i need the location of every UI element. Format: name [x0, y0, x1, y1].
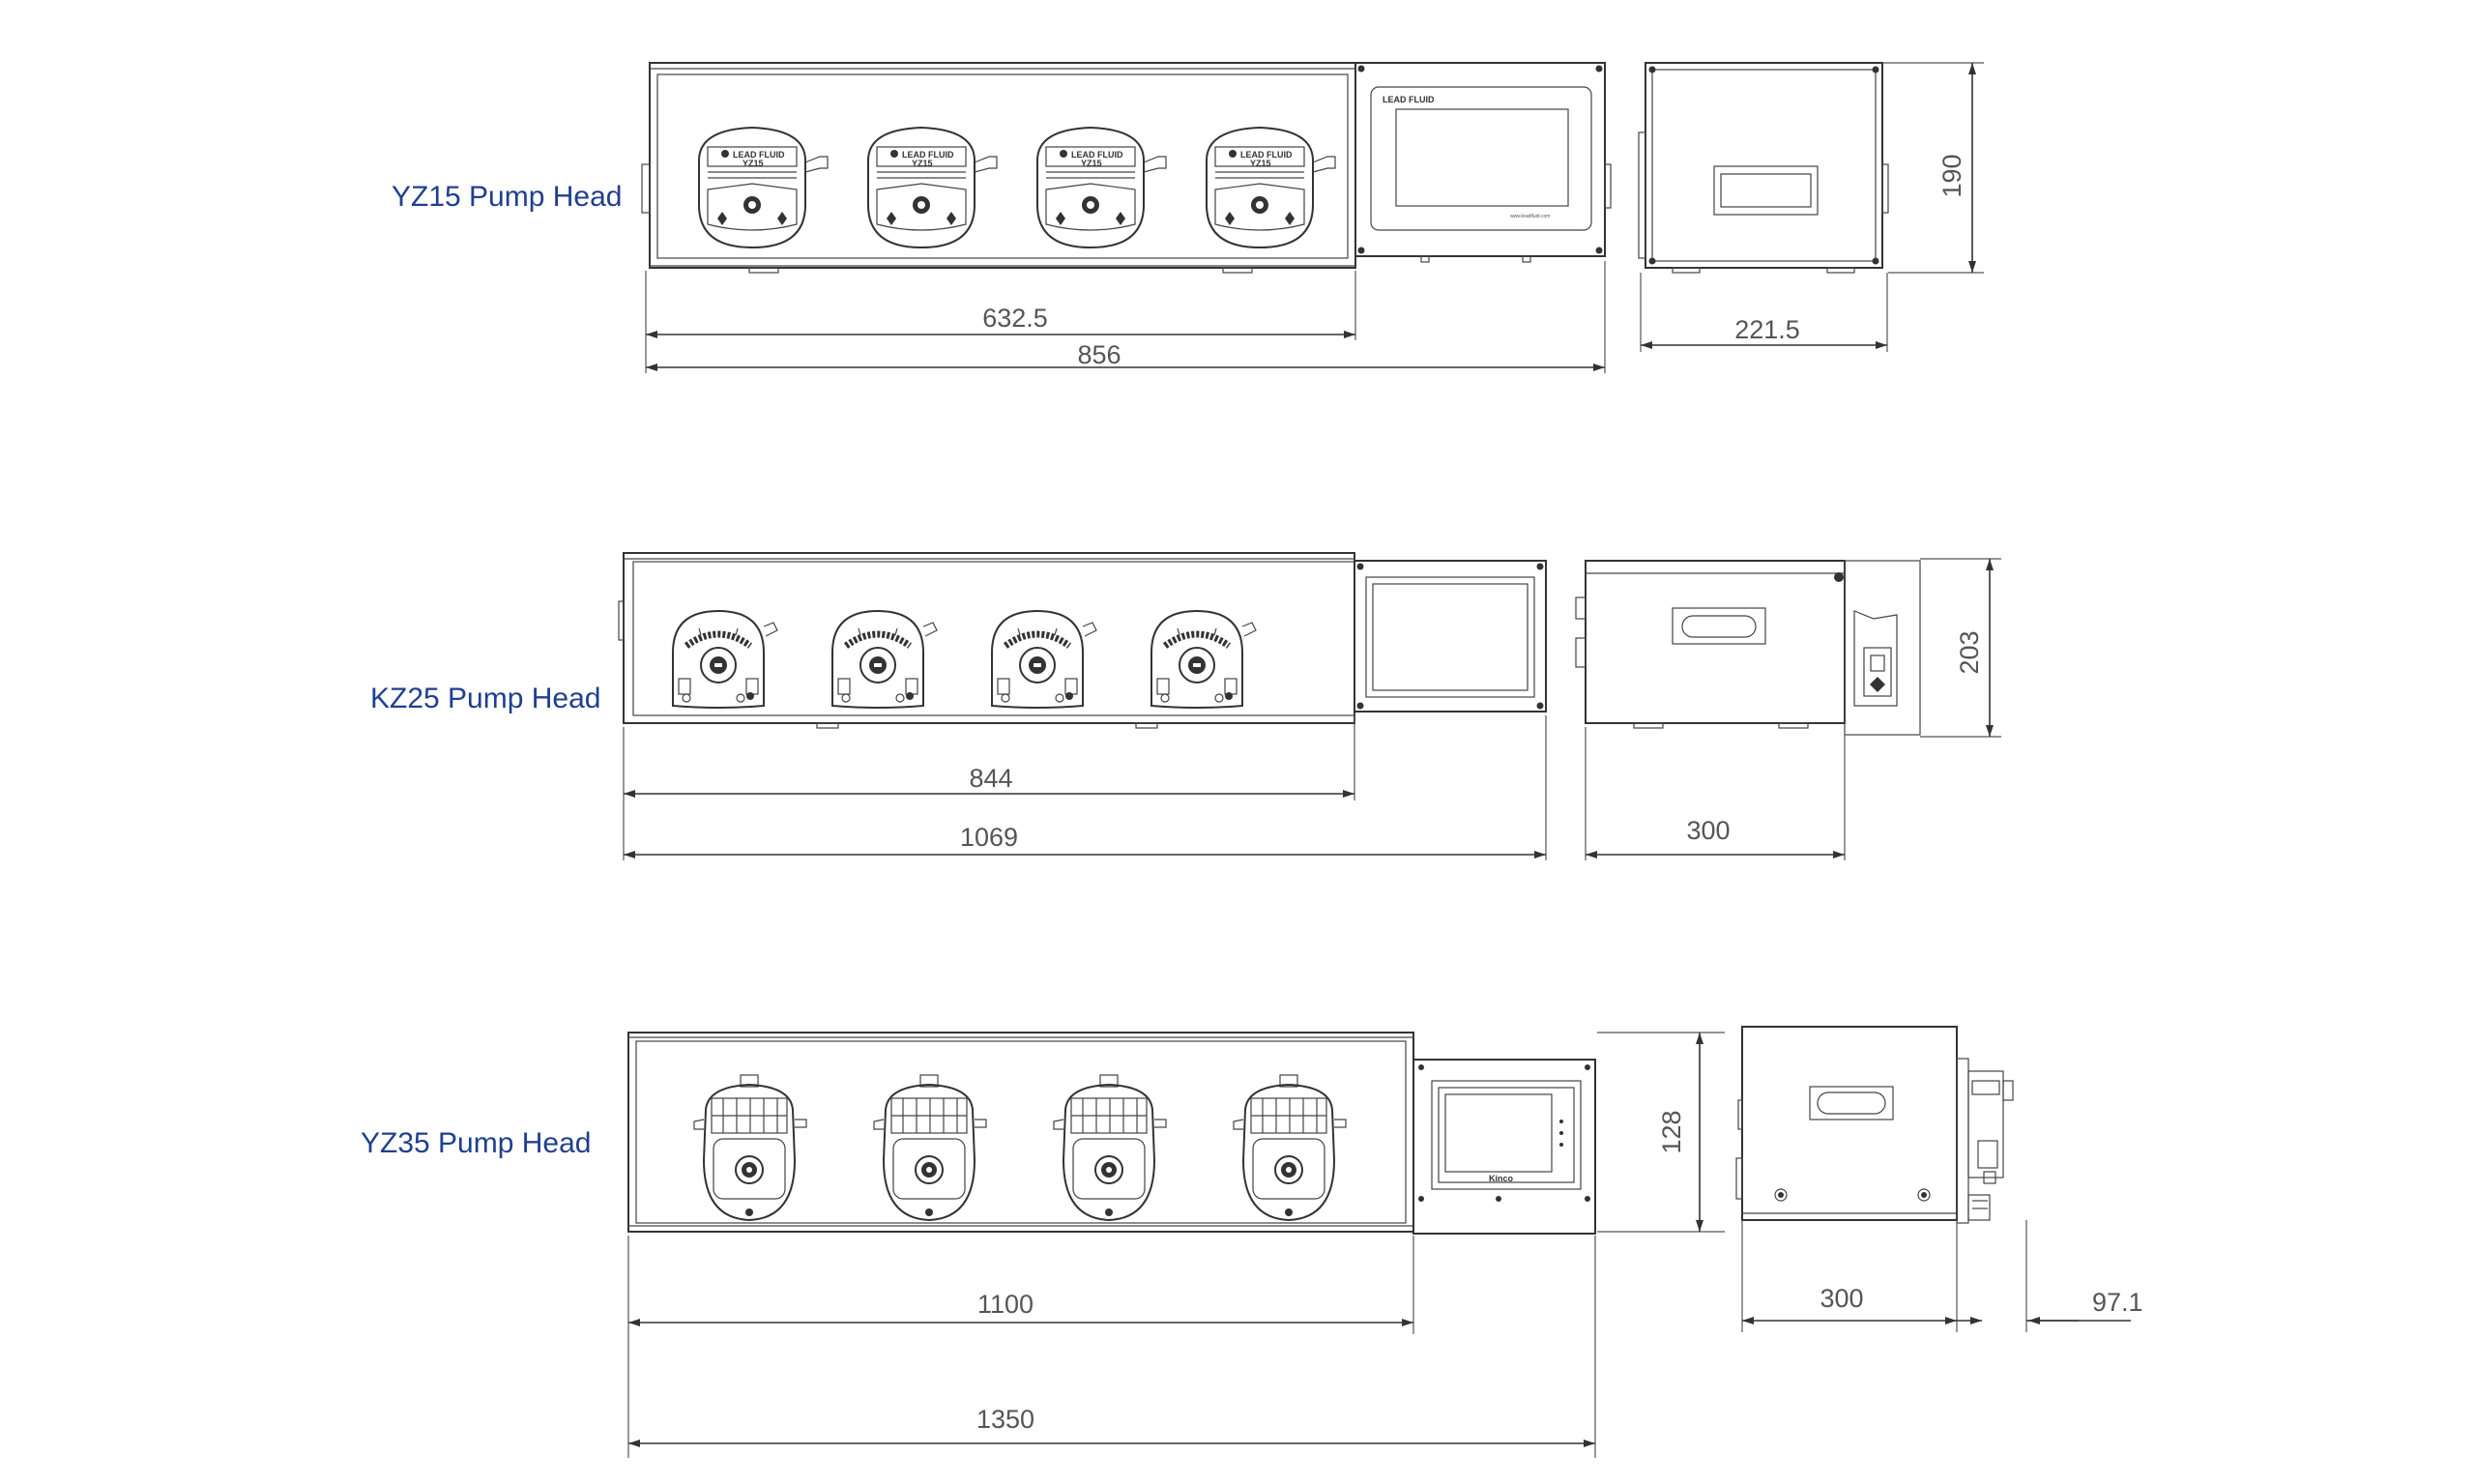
svg-text:LEAD FLUID: LEAD FLUID [1071, 150, 1123, 160]
kz25-control-box [1354, 560, 1547, 713]
kz25-pump-group [672, 609, 1257, 709]
yz15-dimensions: 632.5 856 221.5 190 [645, 62, 1984, 373]
handle [1672, 607, 1766, 645]
yz35-pump-head [693, 1074, 807, 1222]
dim-depth: 300 [1686, 816, 1730, 845]
row-label-yz15: YZ15 Pump Head [392, 181, 622, 213]
dim-total-length: 856 [1077, 340, 1121, 369]
dim-height: 203 [1955, 630, 1984, 674]
dim-depth: 300 [1820, 1284, 1863, 1313]
dim-total-length: 1069 [960, 823, 1018, 852]
dim-pump-box-length: 632.5 [982, 304, 1048, 333]
svg-text:YZ15: YZ15 [742, 159, 764, 168]
yz35-front-view: Kinco [627, 1032, 1596, 1235]
kz25-front-view [618, 552, 1547, 729]
yz35-pump-head [873, 1074, 987, 1222]
kz25-dimensions: 844 1069 300 203 [623, 558, 2001, 860]
yz35-control-box [1412, 1059, 1596, 1235]
row-kz25: KZ25 Pump Head [370, 552, 2001, 860]
yz15-pump-head: LEAD FLUID YZ15 [1206, 126, 1336, 249]
kz25-pump-head [991, 609, 1097, 709]
yz15-side-view [1638, 62, 1889, 274]
yz15-pump-head: LEAD FLUID YZ15 [1036, 126, 1167, 249]
svg-text:YZ15: YZ15 [1250, 159, 1271, 168]
kz25-pump-head [672, 609, 778, 709]
svg-text:www.leadfluid.com: www.leadfluid.com [1510, 214, 1550, 219]
dim-pump-box-length: 844 [969, 764, 1012, 793]
yz35-side-view [1735, 1026, 2014, 1224]
svg-text:LEAD FLUID: LEAD FLUID [733, 150, 785, 160]
yz35-pump-group [693, 1074, 1347, 1222]
row-yz15: YZ15 Pump Head LEAD FLUID YZ15 [392, 62, 1984, 373]
svg-text:Kinco: Kinco [1489, 1174, 1514, 1183]
svg-text:YZ15: YZ15 [912, 159, 933, 168]
yz15-pump-group: LEAD FLUID YZ15 LEAD FLUID YZ15 [698, 126, 1336, 249]
handle [1809, 1086, 1894, 1120]
kz25-pump-head [1150, 609, 1257, 709]
dim-depth: 221.5 [1734, 315, 1800, 344]
svg-text:YZ15: YZ15 [1081, 159, 1102, 168]
yz35-pump-housing [627, 1032, 1414, 1233]
row-yz35: YZ35 Pump Head [361, 1026, 2143, 1458]
yz35-dimensions: 1100 1350 300 97.1 128 [627, 1032, 2143, 1458]
svg-text:LEAD FLUID: LEAD FLUID [1240, 150, 1293, 160]
yz15-control-box [1354, 62, 1606, 257]
dim-total-length: 1350 [976, 1405, 1034, 1434]
kz25-pump-head [831, 609, 938, 709]
dim-height: 128 [1657, 1110, 1686, 1153]
yz15-front-view: LEAD FLUID YZ15 LEAD FLUID YZ15 [641, 62, 1612, 274]
handle [1713, 165, 1819, 216]
yz35-pump-head [1233, 1074, 1347, 1222]
dim-height: 190 [1937, 154, 1966, 197]
row-label-yz35: YZ35 Pump Head [361, 1127, 591, 1159]
dim-pump-box-length: 1100 [977, 1290, 1034, 1319]
svg-text:LEAD FLUID: LEAD FLUID [902, 150, 954, 160]
yz15-pump-head: LEAD FLUID YZ15 [698, 126, 829, 249]
row-label-kz25: KZ25 Pump Head [370, 683, 600, 714]
kz25-side-view [1575, 560, 1921, 736]
dim-pump-protrusion: 97.1 [2092, 1288, 2143, 1317]
yz35-pump-head [1053, 1074, 1167, 1222]
yz15-pump-head: LEAD FLUID YZ15 [867, 126, 998, 249]
svg-text:LEAD FLUID: LEAD FLUID [1383, 95, 1435, 104]
